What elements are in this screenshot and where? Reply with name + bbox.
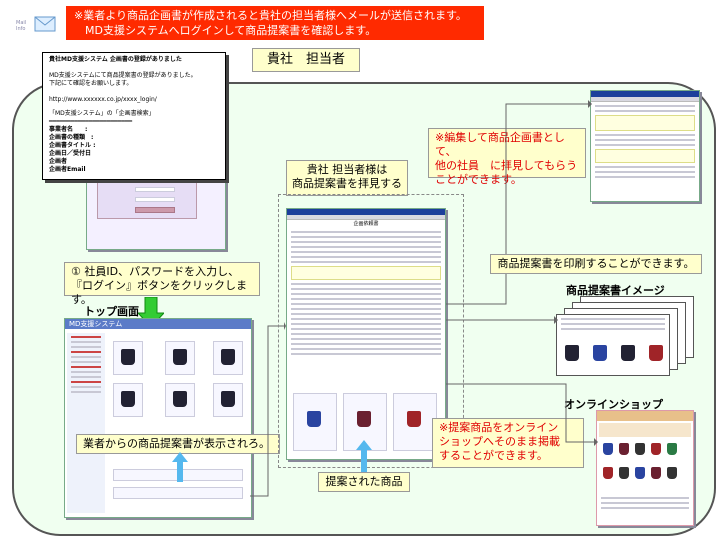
email-field: 事業者名 : [49,126,88,133]
print-callout: 商品提案書を印刷することができます。 [490,254,702,274]
edit-callout: ※編集して商品企画書として、 他の社員 に拝見してもらう ことができます。 [428,128,586,186]
email-field: 企画書の種類 : [49,134,94,141]
confirm-callout-line-2: 商品提案書を拝見する [292,177,402,190]
post-callout-line-2: ショップへそのまま掲載 [439,435,560,448]
top-screen-thumbnail: MD支援システム [64,318,252,518]
print-image-label: 商品提案書イメージ [566,284,665,297]
blue-up-arrow-icon [172,452,188,482]
email-field: 企画書タイトル : [49,142,96,149]
login-callout-line-1: ① 社員ID、パスワードを入力し、 [71,265,240,278]
edit-callout-line-3: ことができます。 [435,173,522,186]
proposal-document-window: 企画依頼書 [286,208,446,460]
confirm-callout: 貴社 担当者様は 商品提案書を拝見する [286,160,408,196]
connector-arrow-icon [446,100,592,305]
banner-line-2: MD支援システムへログインして商品提案書を確認します。 [74,24,377,37]
login-callout-line-2: 『ログイン』ボタンをクリックします。 [71,279,247,306]
print-page-stack [556,296,696,376]
connector-arrow-icon [446,316,558,324]
email-field: 企画者 [49,158,68,165]
edit-screen-thumbnail [590,90,700,202]
md-system-header: MD支援システム [65,319,251,329]
company-label: 貴社 担当者 [252,48,360,72]
edit-callout-line-1: ※編集して商品企画書として、 [435,131,565,158]
proposal-dashed-frame [278,194,464,468]
email-body-2: 下記にて確認をお願いします。 [49,80,133,87]
online-shop-thumbnail [596,410,694,526]
email-subject: 貴社MD支援システム 企画書の登録がありました [49,56,182,63]
post-callout-line-3: することができます。 [439,449,548,462]
email-field: 企画日／受付日 [49,150,92,157]
post-callout: ※提案商品をオンライン ショップへそのまま掲載 することができます。 [432,418,584,468]
notification-email: 貴社MD支援システム 企画書の登録がありました MD支援システムにて商品提案書の… [42,52,226,180]
banner-line-1: ※業者より商品企画書が作成されると貴社の担当者様へメールが送信されます。 [74,9,467,22]
top-screen-label: トップ画面 [84,305,139,318]
proposed-products-callout: 提案された商品 [318,472,410,492]
proposal-doc-title: 企画依頼書 [353,221,379,227]
confirm-callout-line-1: 貴社 担当者様は [306,163,388,176]
online-shop-label: オンラインショップ [564,398,663,411]
notification-banner: ※業者より商品企画書が作成されると貴社の担当者様へメールが送信されます。 MD支… [66,6,484,40]
email-field: 企画者Email [49,166,86,173]
email-divider: ━━━━━━━━━━━━━━━━━━━━━━━ [49,118,133,125]
login-callout: ① 社員ID、パスワードを入力し、 『ログイン』ボタンをクリックします。 [64,262,260,306]
mail-icon [34,16,56,32]
connector-arrow-icon [446,383,598,446]
post-callout-line-1: ※提案商品をオンライン [439,421,559,434]
email-url[interactable]: http://www.xxxxxx.co.jp/xxxx_login/ [49,96,157,103]
email-section: 「MD支援システム」の「企画書検索」 [49,110,155,117]
email-body-1: MD支援システムにて商品提案書の登録がありました。 [49,72,197,79]
connector-arrow-icon [250,322,286,497]
display-callout: 業者からの商品提案書が表示されろ。 [76,434,280,454]
blue-up-arrow-icon [356,440,372,472]
